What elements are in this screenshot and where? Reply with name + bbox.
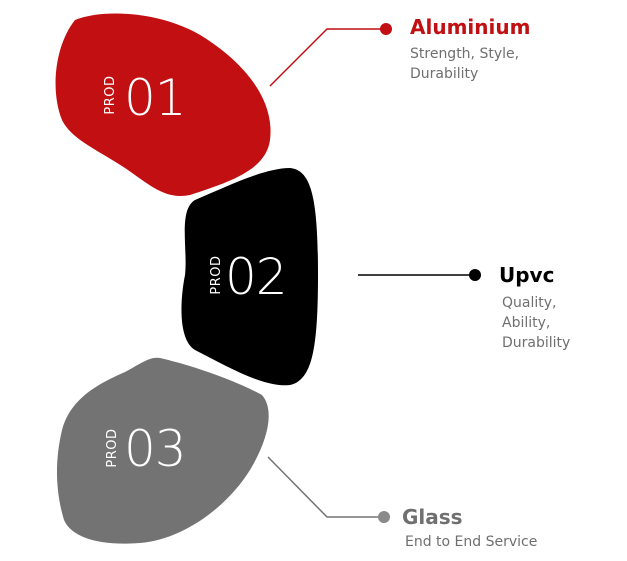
connector-dot-3 — [378, 511, 390, 523]
segment-3-number: 03 — [124, 420, 187, 478]
connector-line-3 — [267, 456, 384, 518]
item-2-title: Upvc — [499, 263, 555, 287]
item-2-desc-line-3: Durability — [502, 335, 571, 351]
item-1-desc-line-1: Strength, Style, — [410, 46, 520, 62]
connector-dot-2 — [469, 269, 481, 281]
item-2-desc-line-2: Ability, — [502, 315, 551, 331]
segment-2-number: 02 — [225, 248, 288, 306]
segment-3-prefix: PROD — [105, 428, 120, 468]
connector-line-1 — [269, 28, 386, 87]
segment-2-shape — [181, 168, 318, 386]
segment-1-shape — [55, 13, 271, 196]
item-1-title: Aluminium — [410, 15, 531, 39]
segment-2-prefix: PROD — [209, 255, 224, 295]
segment-1-number: 01 — [124, 69, 187, 127]
item-3-title: Glass — [402, 505, 463, 529]
connector-dot-1 — [380, 23, 392, 35]
segment-3-shape — [56, 357, 269, 544]
item-1-desc-line-2: Durability — [410, 66, 479, 82]
item-3-desc-line-1: End to End Service — [405, 534, 538, 550]
item-2-desc-line-1: Quality, — [502, 295, 557, 311]
segment-1-prefix: PROD — [103, 75, 118, 115]
